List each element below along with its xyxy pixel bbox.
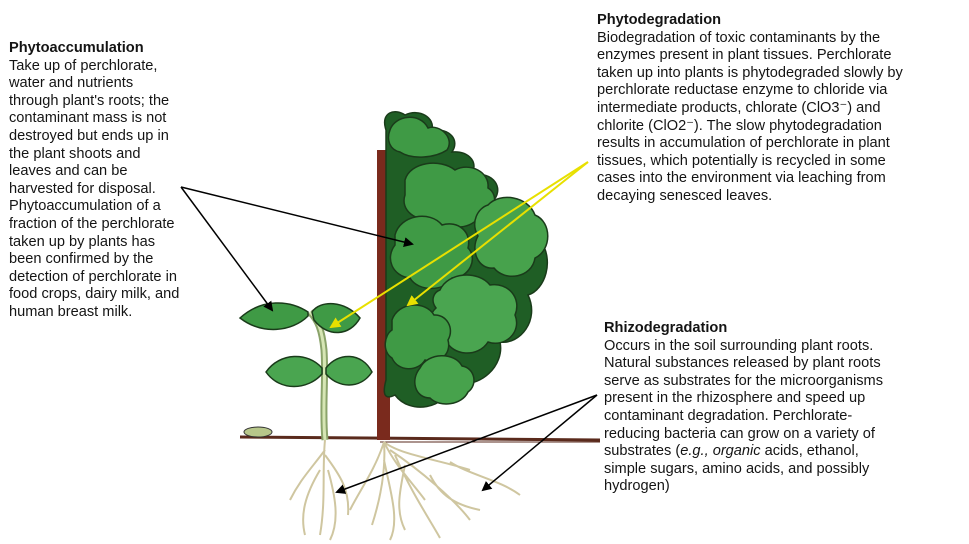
- arrow-rhizodegradation-to-seedling-roots: [337, 395, 597, 492]
- rhizodegradation-body-part-1: Occurs in the soil surrounding plant roo…: [604, 338, 883, 460]
- phytodegradation-title: Phytodegradation: [597, 12, 969, 30]
- phytoaccumulation-body: Take up of perchlorate, water and nutrie…: [9, 58, 237, 322]
- rhizodegradation-title: Rhizodegradation: [604, 320, 969, 338]
- tree-canopy-blob-1: [388, 117, 449, 157]
- phytodegradation-panel: Phytodegradation Biodegradation of toxic…: [597, 12, 969, 206]
- rhizodegradation-body: Occurs in the soil surrounding plant roo…: [604, 338, 969, 496]
- rhizodegradation-body-italic: e.g., organic: [680, 443, 760, 459]
- rhizodegradation-panel: Rhizodegradation Occurs in the soil surr…: [604, 320, 969, 496]
- phytoaccumulation-title: Phytoaccumulation: [9, 40, 237, 58]
- phytodegradation-body: Biodegradation of toxic contaminants by …: [597, 30, 969, 206]
- phytoaccumulation-panel: Phytoaccumulation Take up of perchlorate…: [9, 40, 237, 322]
- seedling-leaf-top-left: [240, 303, 308, 329]
- tree-roots: [350, 442, 520, 540]
- seedling-leaf-mid-left: [266, 356, 322, 386]
- ground-leaf: [244, 427, 272, 437]
- seedling-leaf-mid-right: [326, 356, 372, 385]
- seedling-roots: [290, 440, 348, 540]
